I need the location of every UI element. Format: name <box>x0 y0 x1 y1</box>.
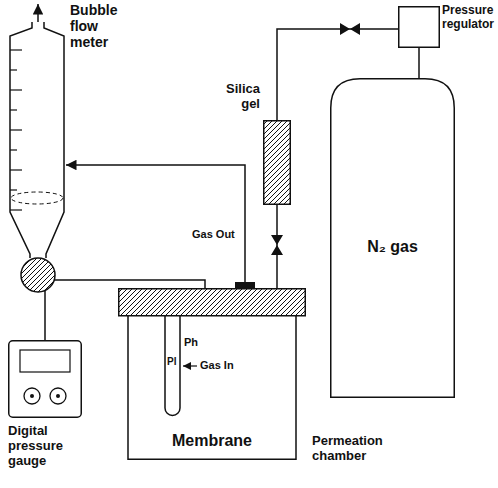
permeation-chamber: MembranePermeation chamber <box>118 288 306 460</box>
gas-cylinder: N₂ gas <box>330 78 455 398</box>
node-label: N₂ gas <box>330 238 455 256</box>
node-caption: Permeation chamber <box>312 434 402 464</box>
chamber-body <box>128 316 296 459</box>
soap-bulb <box>21 258 55 292</box>
silica-column: Silica gel <box>263 120 291 205</box>
node-label: Digital pressure gauge <box>8 424 84 469</box>
silica-column-shape <box>263 120 291 205</box>
pipe-label: Gas In <box>200 359 234 372</box>
node-label: Silica gel <box>204 82 260 112</box>
scale-tick <box>10 129 22 130</box>
pressure-label: Pl <box>167 356 176 368</box>
scale-tick <box>10 69 17 70</box>
pipe-line <box>66 165 245 288</box>
gauge-body <box>9 341 82 418</box>
scale-tick <box>10 209 22 210</box>
scale-tick <box>10 149 17 150</box>
chamber-lid <box>119 289 306 316</box>
pressure-gauge-shape <box>8 340 82 418</box>
exhaust-arrow <box>37 4 39 22</box>
scale-tick <box>10 109 17 110</box>
scale-tick <box>10 189 17 190</box>
tube-outline <box>10 22 64 258</box>
flow-meter-shape <box>8 22 66 304</box>
regulator-outline <box>399 7 440 48</box>
gauge-knob <box>50 388 66 404</box>
node-label: Bubble flow meter <box>70 2 132 50</box>
pressure-gauge: Digital pressure gauge <box>8 340 82 418</box>
pipe-line <box>418 48 420 78</box>
soap-bubble <box>11 192 63 204</box>
node-label: Pressure regulator <box>442 4 496 32</box>
knob-dot <box>30 394 34 398</box>
silica-outline <box>264 121 291 205</box>
scale-tick <box>10 49 22 50</box>
regulator-box-shape <box>398 6 440 48</box>
gas-in-arrow <box>183 365 197 366</box>
knob-dot <box>56 394 60 398</box>
flow-meter: Bubble flow meter <box>8 22 66 304</box>
node-label: Membrane <box>128 432 296 450</box>
pressure-label: Ph <box>184 336 198 349</box>
cylinder-outline <box>331 79 455 398</box>
scale-tick <box>10 89 22 90</box>
pipe-line <box>276 205 278 288</box>
regulator-box: Pressure regulator <box>398 6 440 48</box>
scale-tick <box>10 169 22 170</box>
outlet-fitting <box>235 282 255 288</box>
pipe-label: Gas Out <box>192 228 235 241</box>
membrane-tube <box>165 316 180 416</box>
gauge-display <box>20 350 70 372</box>
gauge-knob <box>24 388 40 404</box>
